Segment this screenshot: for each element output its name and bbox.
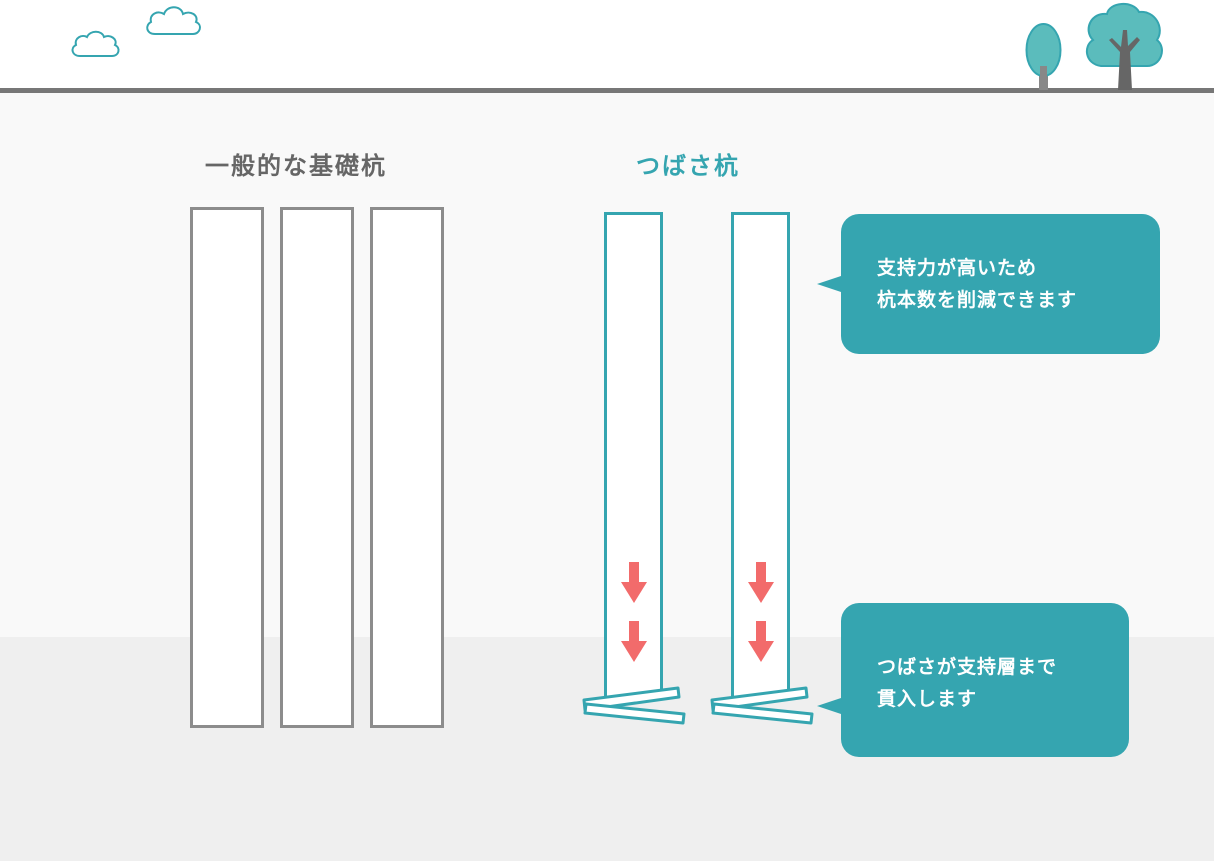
callout-tail bbox=[817, 698, 841, 714]
sky bbox=[0, 0, 1214, 90]
penetration-callout: つばさが支持層まで 貫入します bbox=[841, 603, 1129, 757]
tsubasa-pile bbox=[604, 212, 663, 700]
cloud-icon bbox=[71, 30, 120, 57]
callout-text-line: 杭本数を削減できます bbox=[877, 289, 1078, 311]
down-arrow-icon bbox=[748, 562, 774, 603]
tree-icon bbox=[1025, 23, 1062, 90]
down-arrow-icon bbox=[621, 562, 647, 603]
callout-text-line: 貫入します bbox=[877, 688, 978, 710]
conventional-pile bbox=[370, 207, 444, 728]
callout-text-line: つばさが支持層まで bbox=[877, 656, 1058, 678]
conventional-pile bbox=[280, 207, 354, 728]
conventional-pile bbox=[190, 207, 264, 728]
tsubasa-wing bbox=[710, 686, 814, 725]
down-arrow-icon bbox=[748, 621, 774, 662]
down-arrow-icon bbox=[621, 621, 647, 662]
conventional-pile-heading: 一般的な基礎杭 bbox=[205, 152, 387, 180]
callout-tail bbox=[817, 276, 841, 292]
ground-surface-line bbox=[0, 88, 1214, 93]
callout-text-line: 支持力が高いため bbox=[877, 257, 1038, 279]
tsubasa-pile bbox=[731, 212, 790, 700]
tree-icon bbox=[1085, 3, 1163, 90]
tsubasa-wing bbox=[582, 686, 686, 725]
tsubasa-pile-heading: つばさ杭 bbox=[636, 152, 740, 180]
support-capacity-callout: 支持力が高いため 杭本数を削減できます bbox=[841, 214, 1160, 354]
cloud-icon bbox=[146, 6, 201, 35]
